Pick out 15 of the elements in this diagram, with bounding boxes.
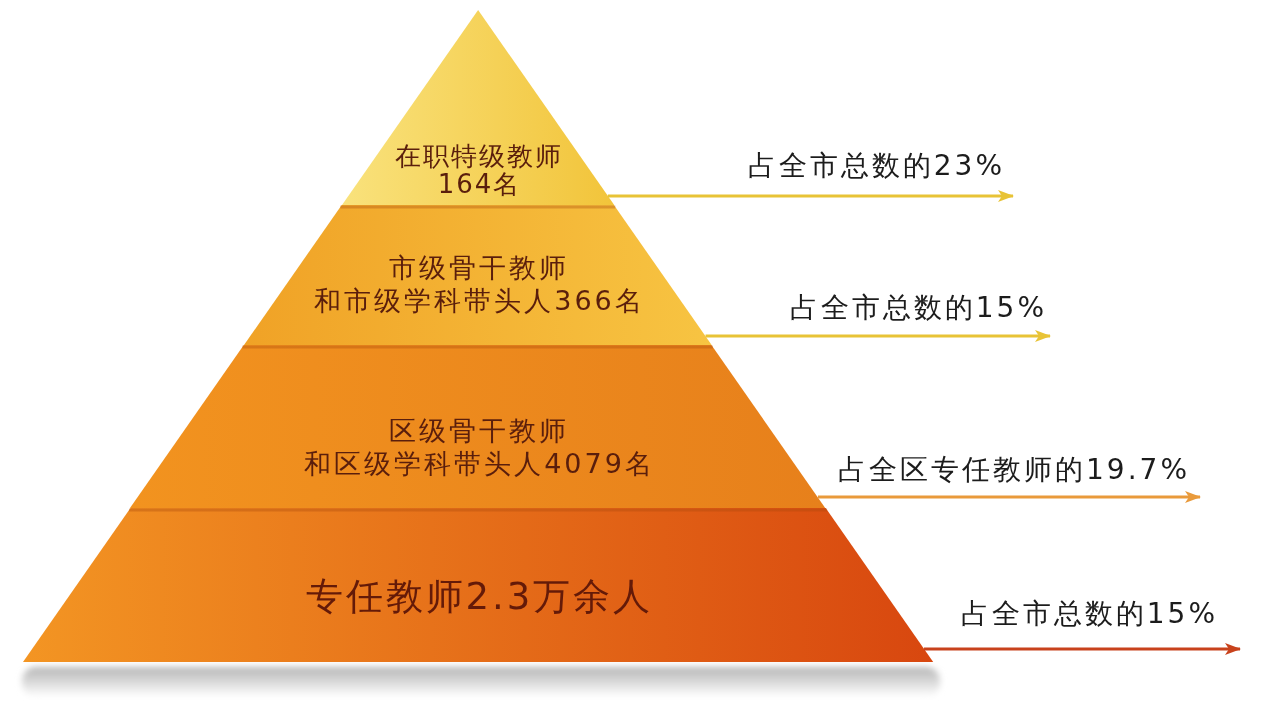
tier-label: 区级骨干教师 (388, 414, 570, 447)
pyramid-tier (341, 10, 615, 205)
pyramid-tier (130, 345, 826, 508)
tier-label: 164名 (436, 170, 522, 198)
arrow (817, 491, 1201, 503)
tier-label: 专任教师2.3万余人 (304, 575, 654, 619)
pyramid-tier (244, 205, 712, 345)
tier-label: 和市级学科带头人366名 (313, 284, 645, 317)
tier-label: 市级骨干教师 (388, 251, 570, 284)
pyramid-tier (22, 508, 934, 662)
tier-label: 和区级学科带头人4079名 (303, 447, 655, 480)
tier-label: 在职特级教师 (394, 142, 564, 170)
arrow (705, 330, 1051, 342)
arrow (924, 643, 1241, 655)
arrow (607, 190, 1014, 202)
